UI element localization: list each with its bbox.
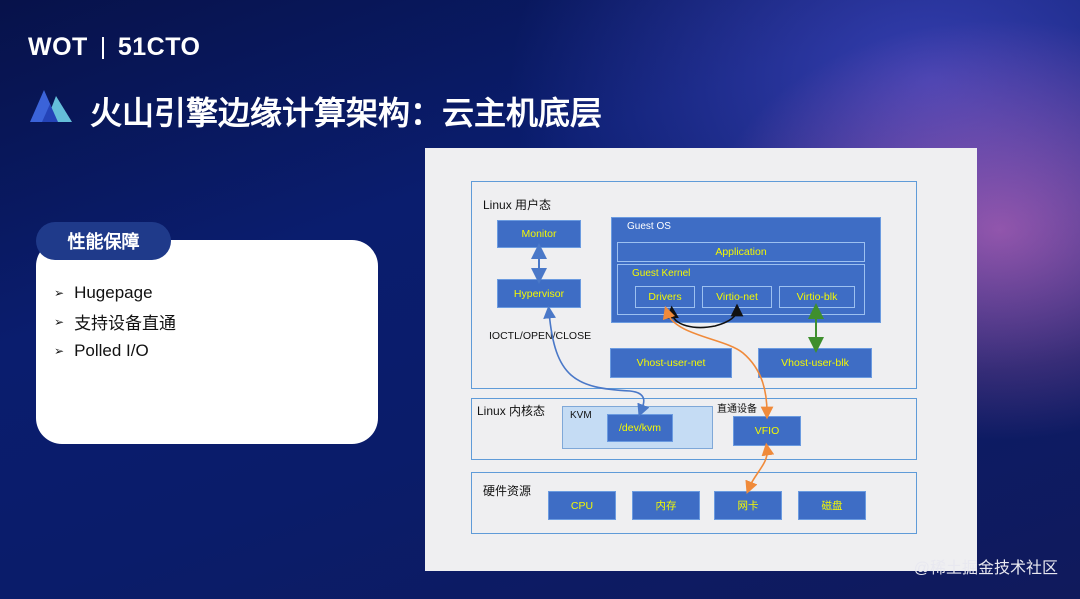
brand-logo: WOT 51CTO — [28, 33, 200, 62]
feature-list: ➢Hugepage ➢支持设备直通 ➢Polled I/O — [54, 278, 176, 365]
card-tab-label: 性能保障 — [36, 222, 171, 260]
memory-box: 内存 — [632, 491, 700, 520]
list-item: ➢支持设备直通 — [54, 314, 177, 333]
brand-separator — [101, 36, 104, 59]
list-item: ➢Hugepage — [54, 282, 153, 302]
architecture-diagram: Linux 用户态 Monitor Hypervisor IOCTL/OPEN/… — [425, 148, 977, 571]
brand-right: 51CTO — [117, 33, 201, 61]
watermark: @稀土掘金技术社区 — [913, 560, 1058, 577]
hardware-label: 硬件资源 — [483, 484, 532, 498]
drivers-vfio-arrow — [662, 305, 774, 420]
guest-os-box — [611, 217, 881, 323]
arrow-bullet-icon: ➢ — [54, 314, 65, 329]
connector-arrows — [531, 243, 824, 494]
vhost-user-blk-box: Vhost-user-blk — [758, 348, 872, 378]
hypervisor-devkvm-arrow — [543, 305, 650, 417]
feature-card: ➢Hugepage ➢支持设备直通 ➢Polled I/O — [36, 240, 378, 444]
brand-left: WOT — [28, 33, 88, 61]
application-box: Application — [617, 242, 865, 262]
disk-box: 磁盘 — [798, 491, 866, 520]
cpu-box: CPU — [548, 491, 616, 520]
drivers-vhost-arrow — [666, 303, 744, 329]
guest-kernel-label: Guest Kernel — [632, 268, 691, 279]
nic-box: 网卡 — [714, 491, 782, 520]
page-title: 火山引擎边缘计算架构：云主机底层 — [90, 95, 603, 131]
guest-os-label: Guest OS — [627, 221, 671, 232]
kernel-space-label: Linux 内核态 — [477, 404, 546, 418]
vfio-box: VFIO — [733, 416, 801, 446]
arrow-bullet-icon: ➢ — [54, 343, 65, 358]
vfio-nic-arrow — [745, 442, 775, 494]
volcano-logo-icon — [30, 88, 74, 129]
list-item: ➢Polled I/O — [54, 340, 149, 360]
dev-kvm-box: /dev/kvm — [607, 414, 673, 442]
user-space-label: Linux 用户态 — [483, 198, 552, 212]
arrow-bullet-icon: ➢ — [54, 285, 65, 300]
